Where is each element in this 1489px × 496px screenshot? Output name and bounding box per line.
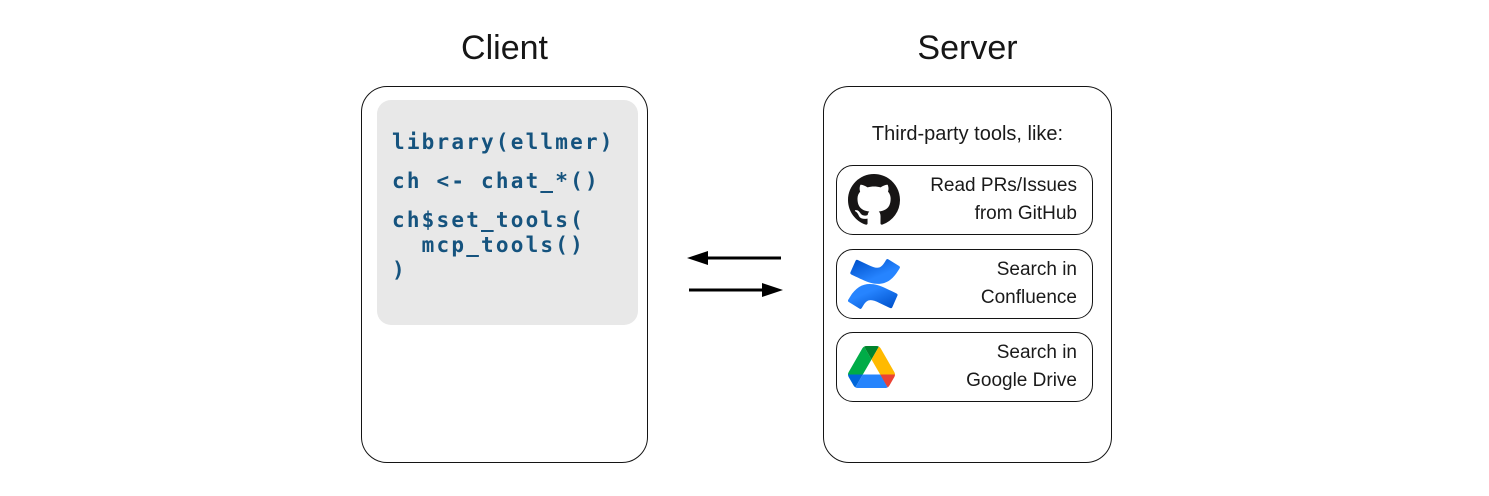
code-statement: ch$set_tools( mcp_tools() ) — [392, 208, 630, 283]
client-title: Client — [461, 29, 548, 67]
tool-row-google-drive: Search in Google Drive — [836, 332, 1093, 402]
google-drive-icon — [848, 346, 895, 388]
code-line: ch$set_tools( — [392, 208, 585, 232]
code-line: mcp_tools() — [392, 233, 585, 257]
tool-label-line: from GitHub — [974, 203, 1077, 224]
confluence-icon — [848, 259, 900, 309]
tool-label-line: Google Drive — [966, 370, 1077, 391]
tool-label-line: Read PRs/Issues — [930, 175, 1077, 196]
arrow-client-to-server — [689, 283, 783, 297]
client-server-arrows — [687, 251, 783, 297]
server-title: Server — [917, 29, 1018, 67]
code-statement: library(ellmer) — [392, 130, 630, 155]
server-subtitle: Third-party tools, like: — [871, 123, 1064, 145]
tool-label: Read PRs/Issues from GitHub — [930, 172, 1077, 228]
tool-label-line: Confluence — [980, 287, 1077, 308]
code-line: library(ellmer) — [392, 130, 615, 154]
tool-label: Search in Confluence — [981, 256, 1077, 312]
code-statement: ch <- chat_*() — [392, 169, 630, 194]
tool-label-line: Search in — [996, 342, 1077, 363]
code-line: ch <- chat_*() — [392, 169, 600, 193]
github-icon — [848, 174, 900, 226]
r-code-snippet: library(ellmer) ch <- chat_*() ch$set_to… — [377, 100, 638, 325]
tool-row-github: Read PRs/Issues from GitHub — [836, 165, 1093, 235]
tool-label-line: Search in — [996, 259, 1077, 280]
tool-row-confluence: Search in Confluence — [836, 249, 1093, 319]
code-line: ) — [392, 258, 407, 282]
tool-label: Search in Google Drive — [966, 339, 1077, 395]
arrow-server-to-client — [687, 251, 781, 265]
